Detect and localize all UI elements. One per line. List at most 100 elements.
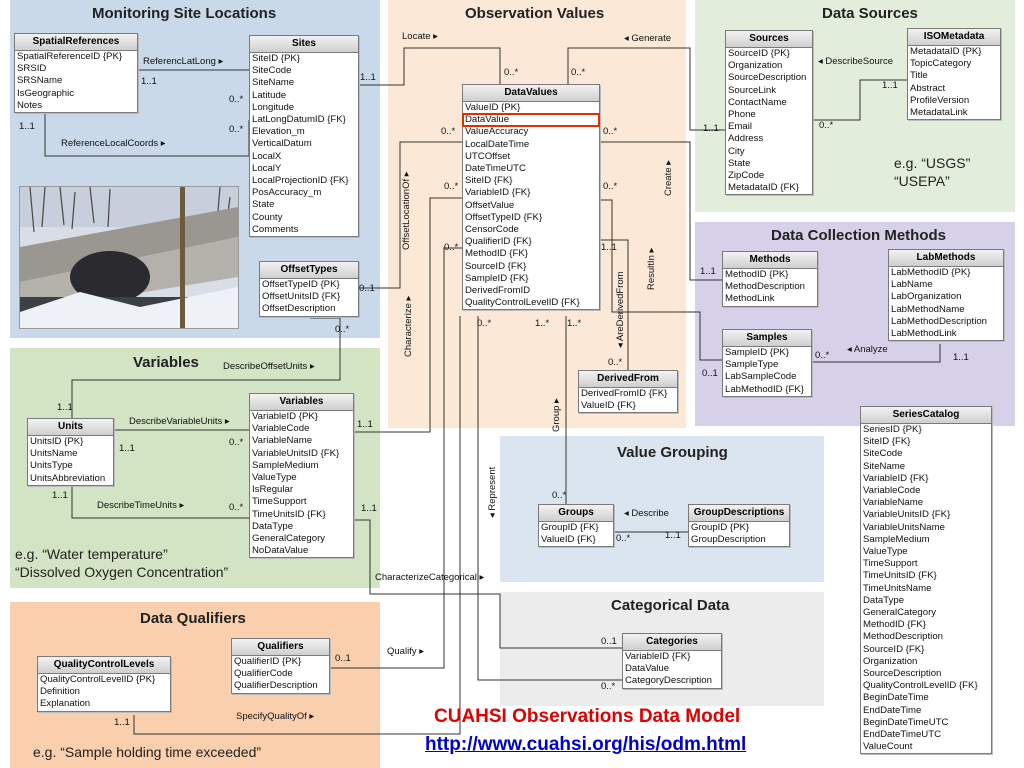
entity-group-descriptions: GroupDescriptions GroupID {PK}GroupDescr… [688, 504, 790, 548]
entity-title: Categories [623, 634, 721, 651]
mult: 1..1 [700, 266, 716, 277]
mult: 0..* [444, 181, 459, 192]
entity-field: Definition [40, 686, 80, 698]
entity-field: DataType [252, 520, 294, 532]
entity-field: TimeSupport [863, 558, 918, 570]
rel-describe-time-units: DescribeTimeUnits ▸ [97, 500, 185, 511]
entity-field: SourceLink [728, 84, 776, 96]
entity-field: OffsetDescription [262, 303, 336, 315]
entity-field: EndDateTime [863, 704, 922, 716]
entity-field: City [728, 145, 745, 157]
entity-field: Comments [252, 223, 299, 235]
entity-title: OffsetTypes [260, 262, 358, 279]
entity-field: DataValue [625, 663, 670, 675]
entity-field: VariableID {PK} [252, 411, 318, 422]
entity-field: VariableID {FK} [863, 472, 929, 484]
entity-fields: DerivedFromID {FK}ValueID {FK} [579, 388, 677, 412]
entity-field: SampleMedium [863, 533, 930, 545]
entity-field: SiteCode [252, 65, 292, 77]
variables-title: Variables [133, 354, 199, 371]
entity-field: VariableCode [863, 485, 921, 497]
entity-field: Address [728, 133, 764, 145]
entity-field: UnitsID {PK} [30, 436, 84, 447]
entity-iso-metadata: ISOMetadata MetadataID {PK}TopicCategory… [907, 28, 1001, 121]
entity-field: MethodDescription [863, 631, 943, 643]
entity-field: VariableName [252, 435, 313, 447]
mult: 1..1 [665, 530, 681, 541]
mult: 0..* [504, 67, 519, 78]
entity-field: VerticalDatum [252, 138, 312, 150]
mult: 1..1 [114, 717, 130, 728]
rel-are-derived-from: ◂ AreDerivedFrom [615, 271, 626, 348]
entity-field: Email [728, 121, 752, 133]
qualifiers-title: Data Qualifiers [140, 610, 246, 627]
entity-field: VariableUnitsID {FK} [863, 509, 951, 521]
mult: 1..1 [57, 402, 73, 413]
entity-field: MethodID {FK} [863, 619, 926, 631]
entity-field: SiteID {FK} [863, 436, 911, 448]
entity-title: ISOMetadata [908, 29, 1000, 46]
entity-field: QualityControlLevelID {FK} [863, 680, 978, 692]
entity-field: BeginDateTimeUTC [863, 716, 949, 728]
entity-field: VariableCode [252, 423, 310, 435]
entity-field: Phone [728, 109, 756, 121]
entity-field: LabMethodLink [891, 328, 957, 340]
rel-group: Group ▸ [551, 398, 562, 432]
entity-field: QualifierID {PK} [234, 656, 302, 667]
entity-fields: GroupID {FK}ValueID {FK} [539, 522, 613, 546]
rel-generate: ◂ Generate [624, 33, 672, 44]
entity-field: MethodID {PK} [725, 269, 789, 280]
entity-groups: Groups GroupID {FK}ValueID {FK} [538, 504, 614, 548]
entity-title: GroupDescriptions [689, 505, 789, 522]
entity-field: Organization [863, 655, 918, 667]
entity-field: LabMethodID {FK} [725, 383, 804, 395]
entity-field: OffsetTypeID {PK} [262, 279, 340, 290]
entity-field: SRSID [17, 63, 47, 75]
entity-title: Samples [723, 330, 811, 347]
entity-field: MetadataID {PK} [910, 46, 982, 57]
mult: 0..1 [702, 368, 718, 379]
entity-field: SourceID {PK} [728, 48, 790, 59]
entity-field: MethodDescription [725, 281, 805, 293]
entity-field: BeginDateTime [863, 692, 929, 704]
rel-describe-offset-units: DescribeOffsetUnits ▸ [223, 361, 315, 372]
note-variables: e.g. “Water temperature” “Dissolved Oxyg… [15, 545, 228, 581]
entity-field: GeneralCategory [252, 533, 326, 545]
mult: 0..* [571, 67, 586, 78]
monitoring-title: Monitoring Site Locations [92, 5, 277, 22]
mult: 1..1 [953, 352, 969, 363]
entity-field: SourceID {FK} [863, 643, 925, 655]
entity-field: SourceDescription [863, 668, 942, 680]
mult: 0..* [229, 94, 244, 105]
entity-field: CategoryDescription [625, 675, 712, 687]
entity-field: VariableID {FK} [625, 651, 691, 662]
entity-field: LabMethodDescription [891, 315, 987, 327]
mult: 1..1 [19, 121, 35, 132]
footer-link[interactable]: http://www.cuahsi.org/his/odm.html [425, 734, 747, 755]
entity-field: State [728, 157, 751, 169]
mult: 1..* [535, 318, 550, 329]
entity-field: DerivedFromID [465, 285, 531, 297]
categorical-title: Categorical Data [611, 597, 730, 614]
entity-field: IsGeographic [17, 87, 75, 99]
mult: 0..* [552, 490, 567, 501]
entity-field: GroupID {PK} [691, 522, 750, 533]
rel-reference-local-coords: ReferenceLocalCoords ▸ [61, 138, 166, 149]
entity-field: LatLongDatumID {FK} [252, 114, 346, 126]
entity-field: PosAccuracy_m [252, 187, 322, 199]
entity-field: Organization [728, 60, 783, 72]
entity-field: SampleID {PK} [725, 347, 789, 358]
entity-field: LocalProjectionID {FK} [252, 175, 349, 187]
